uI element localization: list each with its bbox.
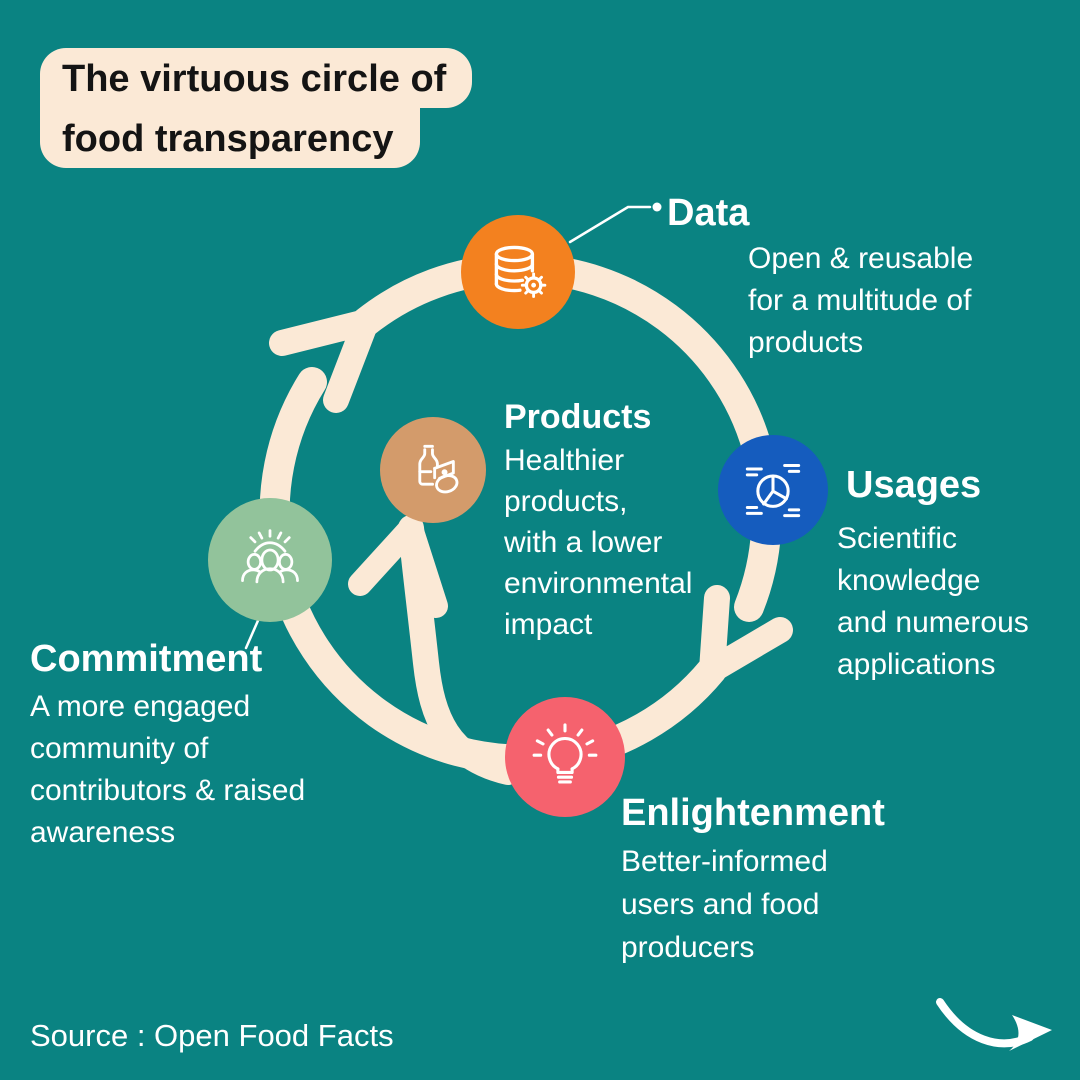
data-description-line: for a multitude of	[748, 284, 972, 317]
commitment-description-line: community of	[30, 732, 209, 765]
inner-arrow-head	[348, 516, 448, 618]
lightbulb-icon	[532, 723, 598, 784]
products-node-circle	[380, 417, 486, 523]
enlightenment-node-circle	[505, 697, 625, 817]
usages-description-line: Scientific	[837, 522, 958, 555]
community-icon	[241, 529, 299, 584]
source-credit: Source : Open Food Facts	[30, 1018, 394, 1053]
data-description-line: Open & reusable	[748, 242, 974, 275]
commitment-description-line: contributors & raised	[30, 774, 306, 807]
arrowhead-to-enlightenment	[699, 585, 793, 683]
food-products-icon	[418, 444, 459, 494]
enlightenment-description-line: users and food	[621, 888, 820, 921]
enlightenment-description-line: producers	[621, 931, 755, 964]
usages-description: Scientific knowledge and numerous applic…	[837, 518, 1029, 686]
title-line-1: The virtuous circle of	[40, 48, 473, 108]
usages-label: Usages	[846, 464, 982, 506]
data-connector-dot	[652, 202, 662, 212]
commitment-description-line: A more engaged	[30, 690, 251, 723]
enlightenment-description: Better-informed users and food producers	[621, 840, 828, 969]
products-description-line: with a lower	[504, 526, 663, 559]
products-description: Healthier products, with a lower environ…	[504, 440, 692, 645]
pie-chart-icon	[745, 463, 801, 518]
products-description-line: environmental	[504, 567, 693, 600]
commitment-description: A more engaged community of contributors…	[30, 686, 305, 854]
products-description-line: impact	[504, 608, 593, 641]
usages-description-line: and numerous	[837, 606, 1029, 639]
title-line-2: food transparency	[40, 108, 420, 168]
swoosh-arrow-icon	[936, 998, 1052, 1051]
data-node-circle	[461, 215, 575, 329]
data-label: Data	[667, 192, 750, 234]
title-badge: The virtuous circle of food transparency	[40, 48, 473, 168]
database-gear-icon	[494, 245, 547, 298]
usages-description-line: knowledge	[837, 564, 981, 597]
products-description-line: products,	[504, 485, 628, 518]
usages-description-line: applications	[837, 648, 996, 681]
commitment-connector-line	[244, 614, 262, 650]
products-label: Products	[504, 398, 652, 436]
data-description-line: products	[748, 326, 864, 359]
enlightenment-description-line: Better-informed	[621, 845, 828, 878]
commitment-node-circle	[208, 498, 332, 622]
products-description-line: Healthier	[504, 444, 625, 477]
arrowhead-to-data	[269, 309, 379, 413]
usages-node-circle	[718, 435, 828, 545]
commitment-label: Commitment	[30, 638, 263, 680]
data-connector-line	[568, 205, 652, 244]
data-description: Open & reusable for a multitude of produ…	[748, 238, 973, 364]
commitment-description-line: awareness	[30, 816, 176, 849]
enlightenment-label: Enlightenment	[621, 792, 885, 834]
